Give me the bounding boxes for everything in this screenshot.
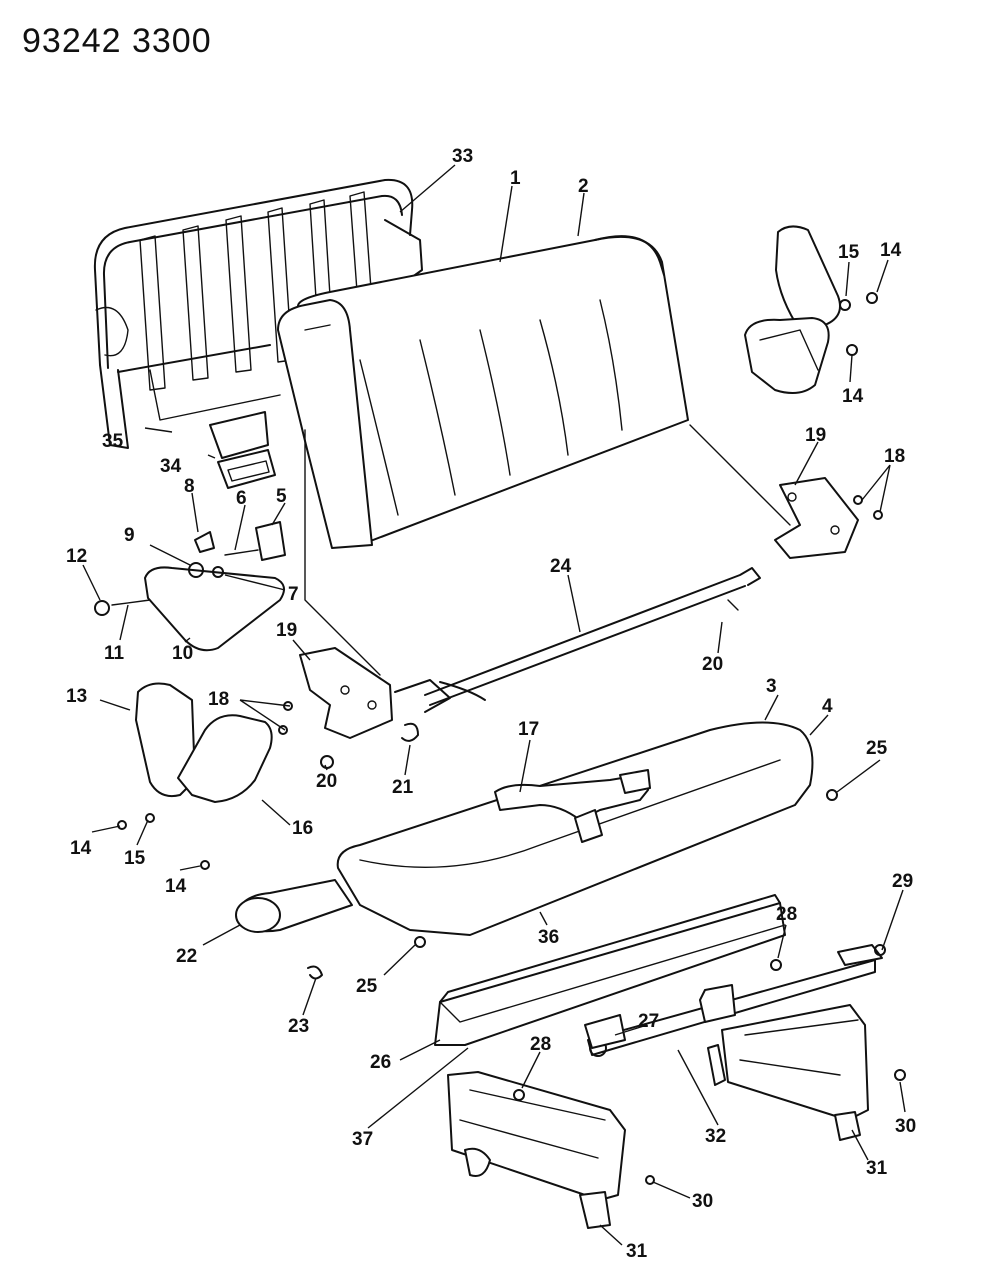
callout-14-left-b: 14	[165, 876, 187, 897]
callout-19-left: 19	[276, 620, 297, 641]
callout-20-left: 20	[316, 771, 337, 792]
release-rod	[424, 567, 761, 706]
callout-6: 6	[236, 488, 247, 509]
left-hinge	[278, 429, 451, 769]
callout-19-right: 19	[805, 425, 826, 446]
callout-12: 12	[66, 546, 87, 567]
callout-30-bottom: 30	[692, 1191, 713, 1212]
callout-26: 26	[370, 1052, 391, 1073]
callout-4: 4	[822, 696, 833, 717]
callout-18-right: 18	[884, 446, 905, 467]
callout-24: 24	[550, 556, 572, 577]
callout-25-left: 25	[356, 976, 378, 997]
callout-35: 35	[102, 431, 124, 452]
callout-31-bottom: 31	[626, 1241, 648, 1262]
callout-7: 7	[288, 584, 299, 605]
callout-14-mid: 14	[842, 386, 864, 407]
reference-number: 93242 3300	[22, 22, 212, 60]
callout-14-left-a: 14	[70, 838, 92, 859]
callout-labels: 33 1 2 15 14 14 35 34 19 18 8 6 5 9 7 12…	[66, 146, 916, 1262]
callout-36: 36	[538, 927, 559, 948]
callout-22: 22	[176, 946, 197, 967]
left-armrest	[117, 682, 273, 870]
callout-14-top: 14	[880, 240, 902, 261]
callout-33: 33	[452, 146, 473, 167]
callout-23: 23	[288, 1016, 309, 1037]
seat-riser	[434, 894, 906, 1229]
callout-11: 11	[104, 643, 125, 664]
callout-34: 34	[160, 456, 182, 477]
latch-bracket	[209, 411, 276, 489]
callout-5: 5	[276, 486, 287, 507]
callout-37: 37	[352, 1129, 373, 1150]
callout-16: 16	[292, 818, 313, 839]
callout-18-left: 18	[208, 689, 229, 710]
seat-cushion	[336, 721, 838, 936]
callout-20-right: 20	[702, 654, 723, 675]
callout-2: 2	[578, 176, 589, 197]
callout-17: 17	[518, 719, 539, 740]
callout-9: 9	[124, 525, 135, 546]
callout-30-right: 30	[895, 1116, 916, 1137]
callout-3: 3	[766, 676, 777, 697]
callout-28-bottom: 28	[530, 1034, 551, 1055]
callout-13: 13	[66, 686, 87, 707]
callout-15-left: 15	[124, 848, 146, 869]
callout-27: 27	[638, 1011, 659, 1032]
callout-31-right: 31	[866, 1158, 888, 1179]
callout-1: 1	[510, 168, 521, 189]
callout-25-right: 25	[866, 738, 888, 759]
callout-8: 8	[184, 476, 195, 497]
seat-back-cushion	[277, 235, 689, 549]
tube-cover	[235, 879, 426, 980]
callout-15-top: 15	[838, 242, 860, 263]
right-hinge	[689, 424, 883, 559]
callout-29: 29	[892, 871, 913, 892]
callout-28-top: 28	[776, 904, 797, 925]
callout-10: 10	[172, 643, 193, 664]
callout-32: 32	[705, 1126, 726, 1147]
leader-lines	[82, 164, 906, 1246]
callout-21: 21	[392, 777, 414, 798]
